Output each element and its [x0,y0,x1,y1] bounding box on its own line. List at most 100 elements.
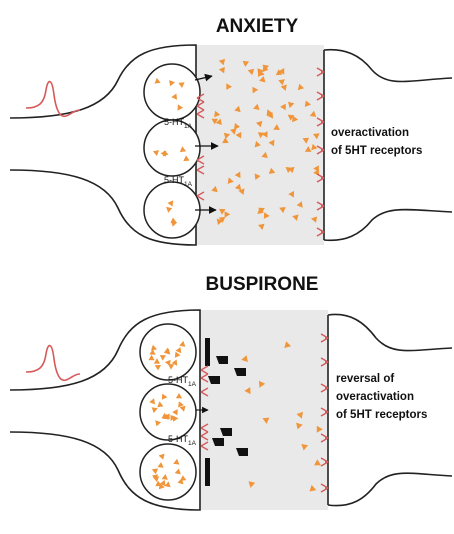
serotonin-molecule [267,112,274,119]
serotonin-molecule [244,387,251,395]
serotonin-molecule [280,84,287,91]
serotonin-molecule [150,344,157,351]
autoreceptor-icon [196,191,205,201]
autoreceptor-label: 5-HT1A [168,375,197,388]
serotonin-molecule [258,380,266,388]
serotonin-molecule [287,114,295,121]
buspirone-molecule [208,376,220,384]
serotonin-molecule [174,351,181,358]
autoreceptor-icon [200,431,209,441]
anxiety-title: ANXIETY [216,16,299,37]
serotonin-molecule [238,188,245,195]
serotonin-molecule [302,137,310,144]
serotonin-molecule [268,139,275,147]
serotonin-molecule [211,185,218,193]
autoreceptor-icon [200,441,209,451]
serotonin-molecule [161,393,168,400]
receptor-icon [320,333,329,343]
serotonin-molecule [211,118,218,125]
serotonin-molecule [151,468,158,475]
serotonin-molecule [261,151,268,159]
serotonin-molecule [292,214,299,221]
buspirone-description-line: reversal of [336,373,394,385]
serotonin-molecule [173,458,180,465]
serotonin-molecule [151,407,158,414]
serotonin-molecule [175,347,182,354]
serotonin-molecule [234,183,242,191]
serotonin-molecule [284,341,291,348]
serotonin-molecule [168,364,175,370]
receptor-icon [316,173,325,183]
autoreceptor-icon [196,101,205,111]
serotonin-molecule [296,411,303,419]
postsynaptic-neuron-top [323,48,453,83]
serotonin-molecule [262,65,269,73]
serotonin-molecule [164,413,170,420]
serotonin-molecule [153,358,160,364]
autoreceptor-icon [196,165,205,175]
serotonin-molecule [223,132,231,139]
serotonin-molecule [278,68,285,75]
serotonin-molecule [171,93,177,100]
serotonin-molecule [175,393,183,399]
serotonin-molecule [162,150,169,157]
serotonin-molecule [292,115,299,123]
serotonin-molecule [285,167,292,173]
autoreceptor-icon [200,423,209,433]
receptor-icon [316,91,325,101]
serotonin-molecule [154,77,161,84]
serotonin-molecule [159,480,166,487]
buspirone-molecule [236,448,248,456]
serotonin-molecule [241,355,248,362]
serotonin-molecule [242,60,250,67]
serotonin-molecule [280,103,286,111]
serotonin-molecule [178,401,184,408]
serotonin-molecule [288,101,295,109]
serotonin-molecule [180,475,187,481]
action-potential-icon [25,80,81,118]
serotonin-molecule [155,420,162,427]
serotonin-molecule [216,218,223,225]
autoreceptor-label: 5-HT1A [164,117,193,130]
serotonin-molecule [257,68,264,75]
receptor-icon [316,117,325,127]
serotonin-molecule [273,124,280,130]
serotonin-molecule [152,474,159,481]
serotonin-molecule [164,481,171,488]
serotonin-molecule [167,200,174,207]
serotonin-molecule [257,132,265,139]
serotonin-molecule [309,110,317,117]
serotonin-molecule [170,414,176,421]
serotonin-molecule [159,355,166,361]
serotonin-molecule [179,146,187,153]
serotonin-molecule [218,58,226,66]
serotonin-molecule [179,340,186,347]
serotonin-molecule [261,131,268,138]
serotonin-molecule [171,359,178,366]
buspirone-molecule [234,368,246,376]
serotonin-molecule [154,365,162,371]
vesicle [143,119,201,177]
receptor-icon [316,145,325,155]
serotonin-molecule [158,483,165,490]
autoreceptor-icon [200,365,209,375]
serotonin-molecule [266,109,273,116]
serotonin-molecule [254,173,261,180]
serotonin-molecule [268,167,276,174]
vesicle [143,63,201,121]
serotonin-molecule [224,211,231,218]
serotonin-molecule [257,207,264,214]
receptor-icon [320,483,329,493]
buspirone-molecule [216,356,228,364]
serotonin-molecule [149,398,155,405]
serotonin-molecule [311,143,318,151]
serotonin-molecule [158,453,165,460]
release-arrow [194,73,213,82]
serotonin-molecule [279,207,286,214]
buspirone-title: BUSPIRONE [206,274,319,295]
postsynaptic-neuron-bottom [327,472,453,507]
serotonin-molecule [256,120,263,128]
serotonin-molecule [304,100,311,107]
serotonin-molecule [166,206,173,213]
